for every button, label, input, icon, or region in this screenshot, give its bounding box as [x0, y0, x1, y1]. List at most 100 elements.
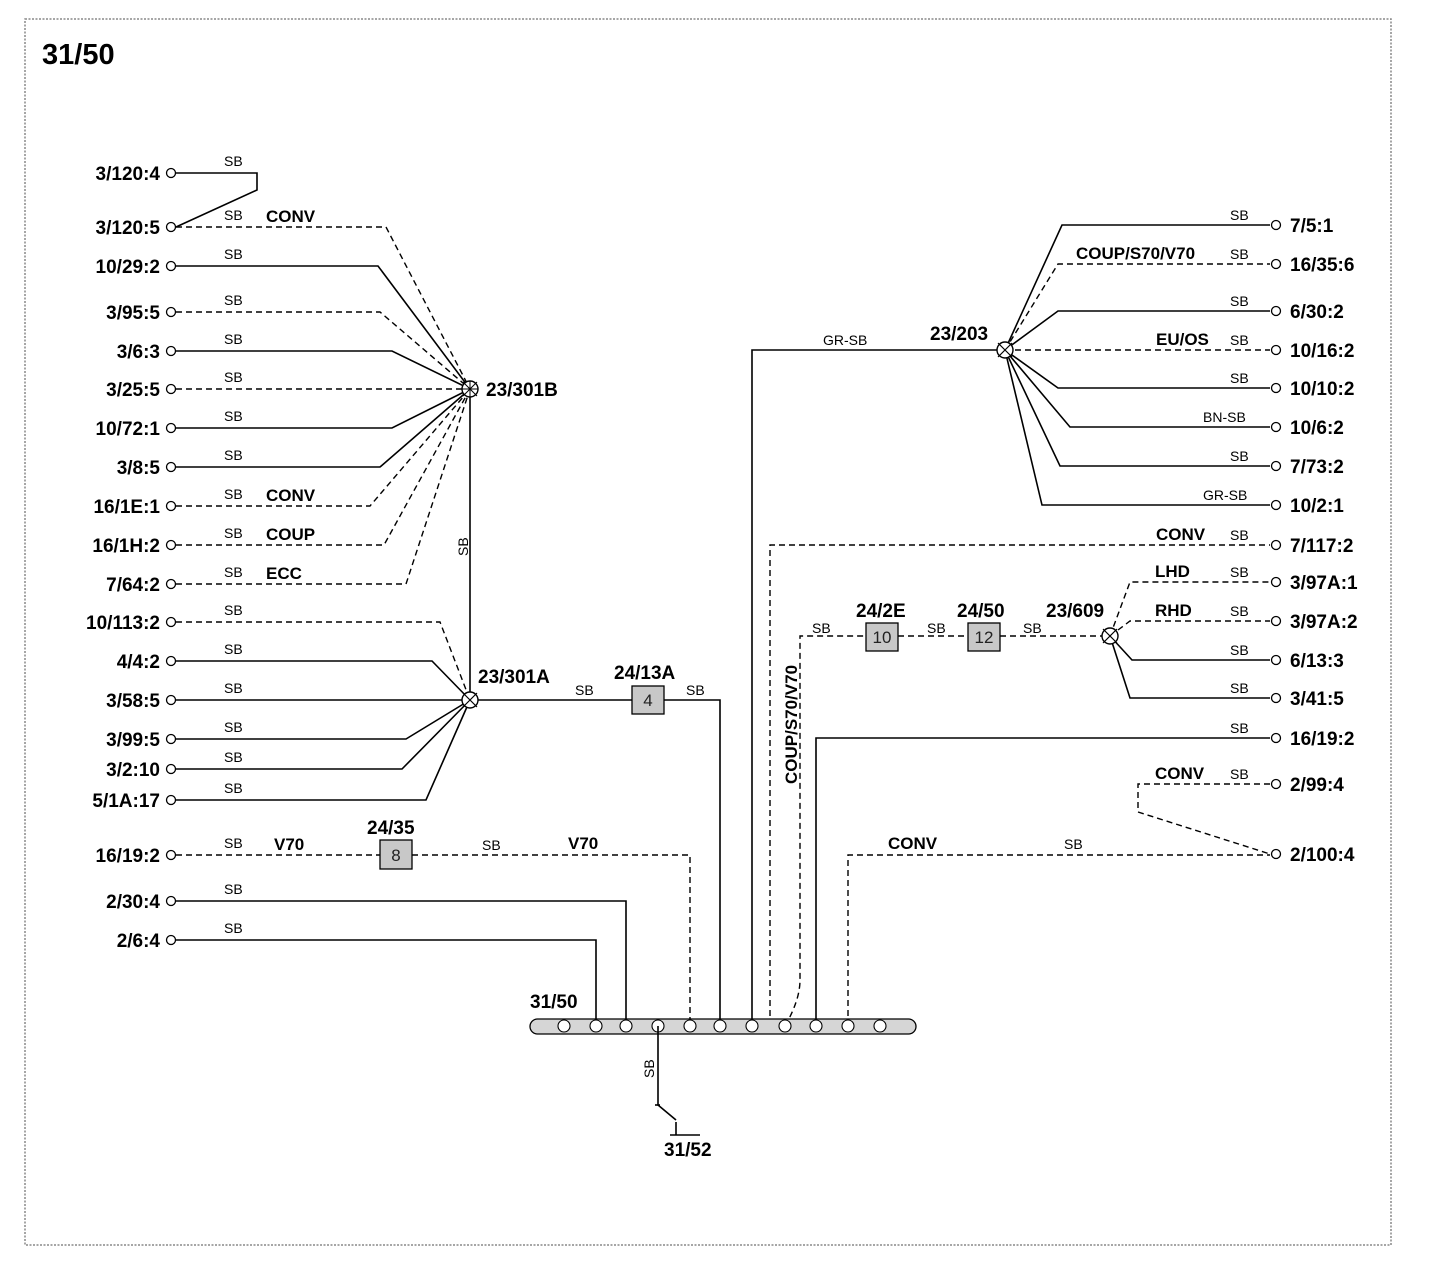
wire-color-label: SB	[224, 331, 243, 347]
wire-color-label: SB	[1230, 293, 1249, 309]
terminal-pin-icon	[165, 849, 177, 861]
option-label-2435-bar: V70	[568, 834, 598, 853]
terminal-label: 2/100:4	[1290, 845, 1355, 866]
terminal-label: 10/2:1	[1290, 496, 1344, 517]
wire-label-242e-2450: SB	[927, 620, 946, 636]
connector-24-50: 12	[967, 622, 1001, 652]
wire-color-label: SB	[224, 564, 243, 580]
bar-pin-icon	[809, 1019, 823, 1033]
right-terminal: 10/10:2SB	[1230, 370, 1354, 400]
terminal-pin-icon	[1270, 382, 1282, 394]
left-terminal: 3/120:4 SB	[96, 153, 243, 185]
terminal-label: 10/113:2	[86, 613, 160, 634]
terminal-pin-icon	[165, 383, 177, 395]
terminal-label: 3/58:5	[106, 691, 160, 712]
terminal-label: 4/4:2	[117, 652, 160, 673]
right-terminal: 7/73:2SB	[1230, 448, 1344, 478]
option-label: ECC	[266, 564, 302, 583]
terminal-label: 16/1H:2	[92, 536, 160, 557]
terminal-label: 7/64:2	[106, 575, 160, 596]
wire-color-label: SB	[1230, 766, 1249, 782]
wire-label-bar-ground: SB	[641, 1059, 657, 1078]
right-terminal: 10/6:2BN-SB	[1203, 409, 1344, 439]
left-terminal: 7/64:2 SB ECC	[106, 564, 302, 596]
left-terminal: 3/99:5 SB	[106, 719, 243, 751]
ground-point-label: 31/52	[664, 1140, 712, 1161]
wire-color-label: BN-SB	[1203, 409, 1246, 425]
terminal-pin-icon	[1270, 499, 1282, 511]
right-terminal: 3/41:5 SB	[1230, 680, 1344, 710]
terminal-label: 2/30:4	[106, 892, 160, 913]
terminal-pin-icon	[165, 895, 177, 907]
option-label: CONV	[266, 207, 316, 226]
wire-color-label: SB	[224, 749, 243, 765]
wire-label-2413a-bar: SB	[686, 682, 705, 698]
terminal-pin-icon	[1270, 848, 1282, 860]
terminal-pin-icon	[1270, 219, 1282, 231]
terminal-label: 3/97A:2	[1290, 612, 1358, 633]
terminal-label: 16/19:2	[1290, 729, 1354, 750]
option-label: CONV	[1155, 764, 1205, 783]
wire-label-2435-bar: SB	[482, 837, 501, 853]
diagram-title: 31/50	[42, 39, 115, 71]
terminal-label: 16/35:6	[1290, 255, 1354, 276]
left-terminal: 4/4:2 SB	[117, 641, 243, 673]
wire-color-label: SB	[224, 719, 243, 735]
terminal-pin-icon	[1270, 305, 1282, 317]
terminal-pin-icon	[1270, 778, 1282, 790]
diagram-frame	[24, 18, 1392, 1246]
wire-color-label: SB	[1230, 527, 1249, 543]
terminal-label: 3/8:5	[117, 458, 161, 479]
wire-color-label: SB	[224, 641, 243, 657]
wire-color-label: SB	[224, 292, 243, 308]
left-terminal: 3/25:5SB	[106, 369, 243, 401]
right-terminal: 6/30:2SB	[1230, 293, 1344, 323]
wire-color-label: SB	[1230, 680, 1249, 696]
splice-23-203-label: 23/203	[930, 324, 988, 345]
terminal-pin-icon	[165, 539, 177, 551]
wire-color-label: SB	[224, 835, 243, 851]
terminal-label: 3/41:5	[1290, 689, 1344, 710]
connector-24-13a: 4	[631, 685, 665, 715]
bar-pin-icon	[713, 1019, 727, 1033]
right-terminal: 16/19:2SB	[1230, 720, 1354, 750]
terminal-label: 10/72:1	[96, 419, 161, 440]
terminal-label: 2/99:4	[1290, 775, 1344, 796]
terminal-pin-icon	[165, 260, 177, 272]
wire-color-label: SB	[224, 525, 243, 541]
terminal-pin-icon	[165, 616, 177, 628]
terminal-pin-icon	[1270, 539, 1282, 551]
wire-color-label: SB	[224, 369, 243, 385]
terminal-pin-icon	[165, 461, 177, 473]
wire-color-label: SB	[1230, 603, 1249, 619]
terminal-label: 7/73:2	[1290, 457, 1344, 478]
wire-color-label: SB	[224, 920, 243, 936]
right-wiring	[751, 224, 1271, 1027]
right-terminal: 2/100:4SB	[1064, 836, 1355, 866]
wire-color-label: SB	[1230, 370, 1249, 386]
option-label: EU/OS	[1156, 330, 1209, 349]
bar-pin-icon	[589, 1019, 603, 1033]
terminal-pin-icon	[1270, 460, 1282, 472]
left-terminal: 3/6:3SB	[117, 331, 243, 363]
wire-color-label: SB	[224, 153, 243, 169]
bar-pin-icon	[557, 1019, 571, 1033]
splice-23-301a	[461, 691, 479, 709]
option-label: COUP	[266, 525, 315, 544]
terminal-label: 3/120:4	[96, 164, 161, 185]
right-terminal: 7/5:1SB	[1230, 207, 1334, 237]
terminal-label: 6/13:3	[1290, 651, 1344, 672]
wire-color-label: SB	[224, 447, 243, 463]
terminal-label: 3/99:5	[106, 730, 160, 751]
left-wiring	[175, 172, 721, 1026]
right-terminal: 10/2:1GR-SB	[1203, 487, 1344, 517]
